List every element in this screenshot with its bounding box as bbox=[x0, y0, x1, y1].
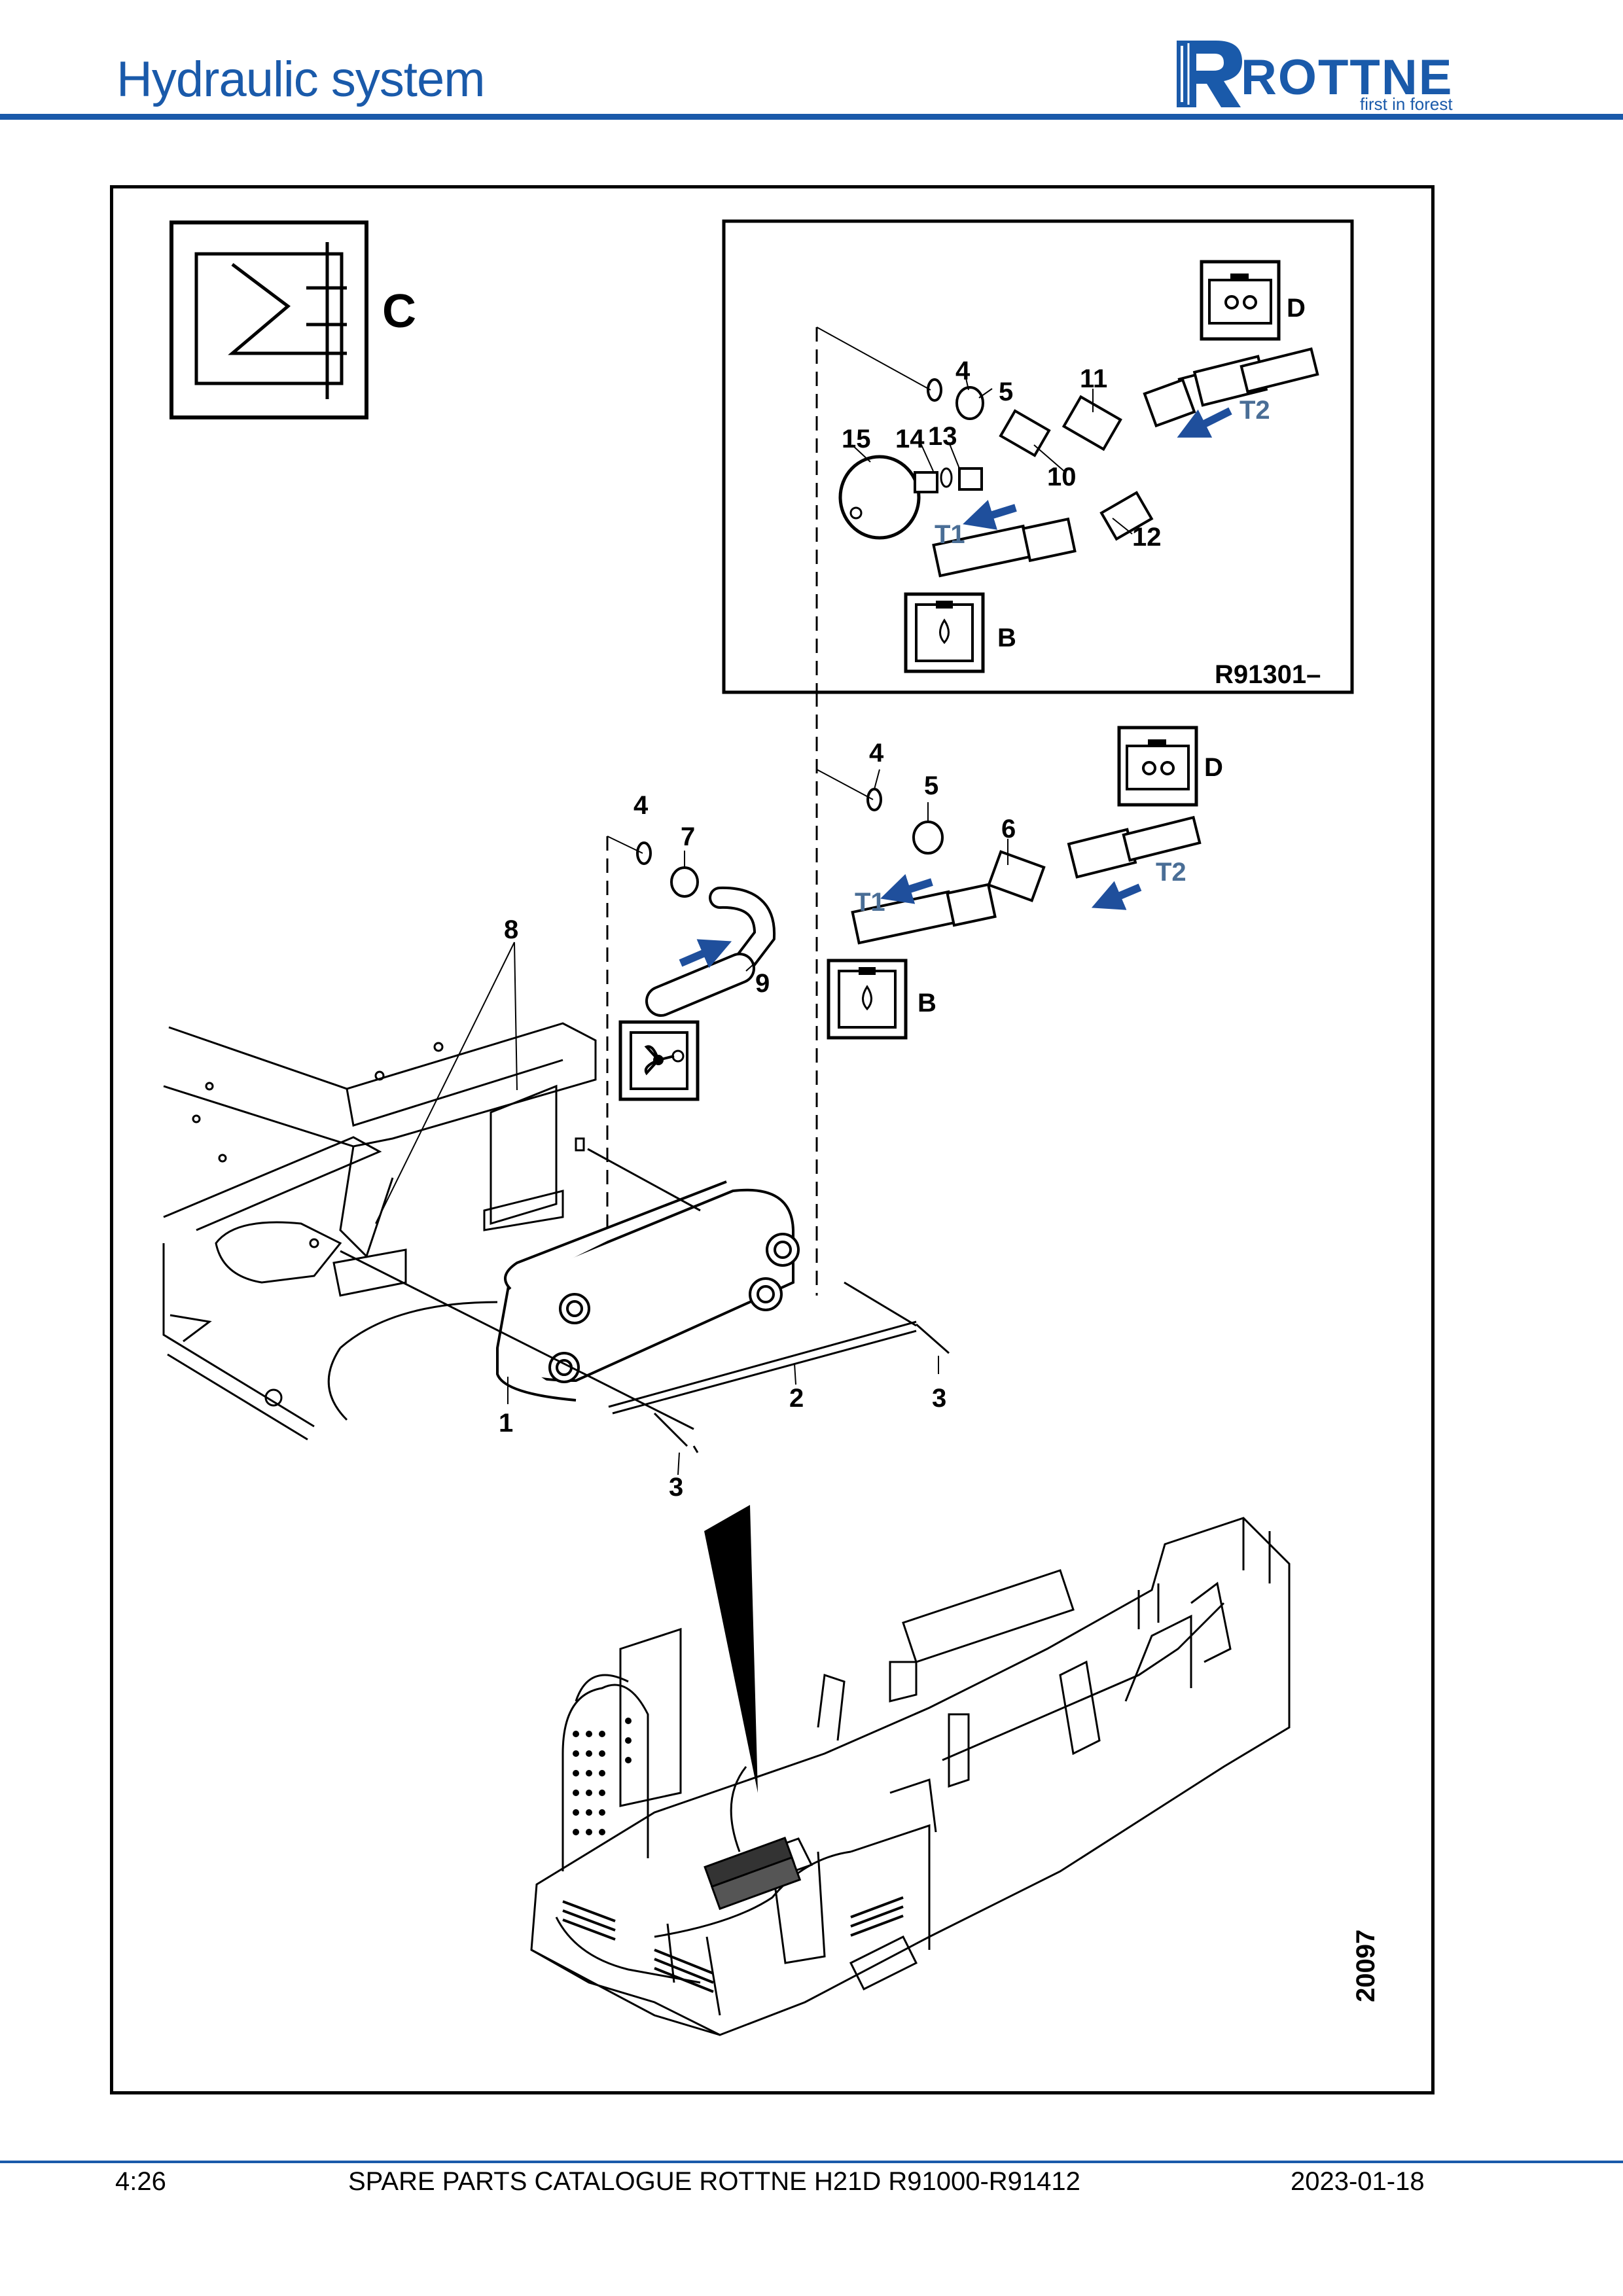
callout-5-inset: 5 bbox=[999, 378, 1013, 406]
callout-2: 2 bbox=[789, 1384, 804, 1413]
location-pointer bbox=[704, 1505, 758, 1793]
cooler-symbol bbox=[169, 221, 368, 419]
mounting-frame bbox=[162, 1022, 597, 1441]
tank-b-icon bbox=[904, 592, 985, 673]
machine-perforation bbox=[573, 1718, 632, 1835]
fan-motor-icon bbox=[618, 1020, 700, 1101]
letter-b-inset: B bbox=[997, 624, 1016, 652]
figure-frame bbox=[110, 185, 1435, 2094]
callout-10: 10 bbox=[1047, 463, 1077, 491]
callout-3-right: 3 bbox=[932, 1384, 946, 1413]
page-title: Hydraulic system bbox=[116, 52, 486, 107]
main-fittings bbox=[606, 692, 1202, 1368]
catalogue-date: 2023-01-18 bbox=[1291, 2167, 1425, 2196]
heat-exchanger-location bbox=[704, 1837, 802, 1911]
callout-3-bottom: 3 bbox=[669, 1473, 683, 1502]
letter-d-main: D bbox=[1204, 753, 1223, 782]
callout-5-main: 5 bbox=[924, 771, 938, 800]
tank-b-main-icon bbox=[827, 959, 908, 1040]
brand-tagline: first in forest bbox=[1360, 94, 1453, 113]
symbol-label-c: C bbox=[382, 285, 416, 338]
page-number: 4:26 bbox=[115, 2167, 166, 2196]
callout-7: 7 bbox=[681, 822, 695, 851]
port-t2-main: T2 bbox=[1156, 858, 1186, 887]
header-rule bbox=[0, 114, 1623, 120]
brand-wordmark: ROTTNE bbox=[1241, 50, 1453, 105]
drawing-number: 20097 bbox=[1351, 1930, 1380, 2002]
rottne-logo: ROTTNE first in forest bbox=[1177, 41, 1453, 113]
machine-grilles bbox=[562, 1896, 904, 1993]
port-t2-inset: T2 bbox=[1240, 396, 1270, 425]
catalogue-title: SPARE PARTS CATALOGUE ROTTNE H21D R91000… bbox=[348, 2167, 1080, 2196]
callout-4-main: 4 bbox=[869, 739, 884, 768]
machine-overview bbox=[530, 1517, 1291, 2036]
tie-bolts bbox=[340, 1137, 950, 1453]
callout-6: 6 bbox=[1001, 815, 1016, 843]
callout-15: 15 bbox=[842, 425, 871, 453]
rottne-r-mark-icon bbox=[1177, 41, 1242, 107]
callout-4-left: 4 bbox=[633, 791, 649, 820]
connector-d-main-icon bbox=[1117, 726, 1198, 807]
inset-reference: R91301– bbox=[1215, 660, 1321, 689]
inset-detail bbox=[722, 219, 1354, 694]
port-t1-inset: T1 bbox=[935, 520, 965, 549]
callout-1: 1 bbox=[499, 1409, 513, 1438]
callout-8: 8 bbox=[504, 915, 518, 944]
footer-rule bbox=[0, 2161, 1623, 2163]
connector-d-icon bbox=[1200, 260, 1281, 341]
letter-d-inset: D bbox=[1287, 294, 1306, 323]
callout-13: 13 bbox=[928, 422, 957, 451]
heat-exchanger bbox=[495, 1180, 800, 1402]
callout-14: 14 bbox=[895, 425, 925, 453]
callout-11: 11 bbox=[1080, 364, 1107, 393]
port-t1-main: T1 bbox=[855, 888, 885, 917]
callout-12: 12 bbox=[1132, 523, 1162, 552]
letter-b-main: B bbox=[918, 989, 936, 1017]
callout-4-inset: 4 bbox=[955, 357, 971, 385]
callout-9: 9 bbox=[755, 969, 770, 998]
